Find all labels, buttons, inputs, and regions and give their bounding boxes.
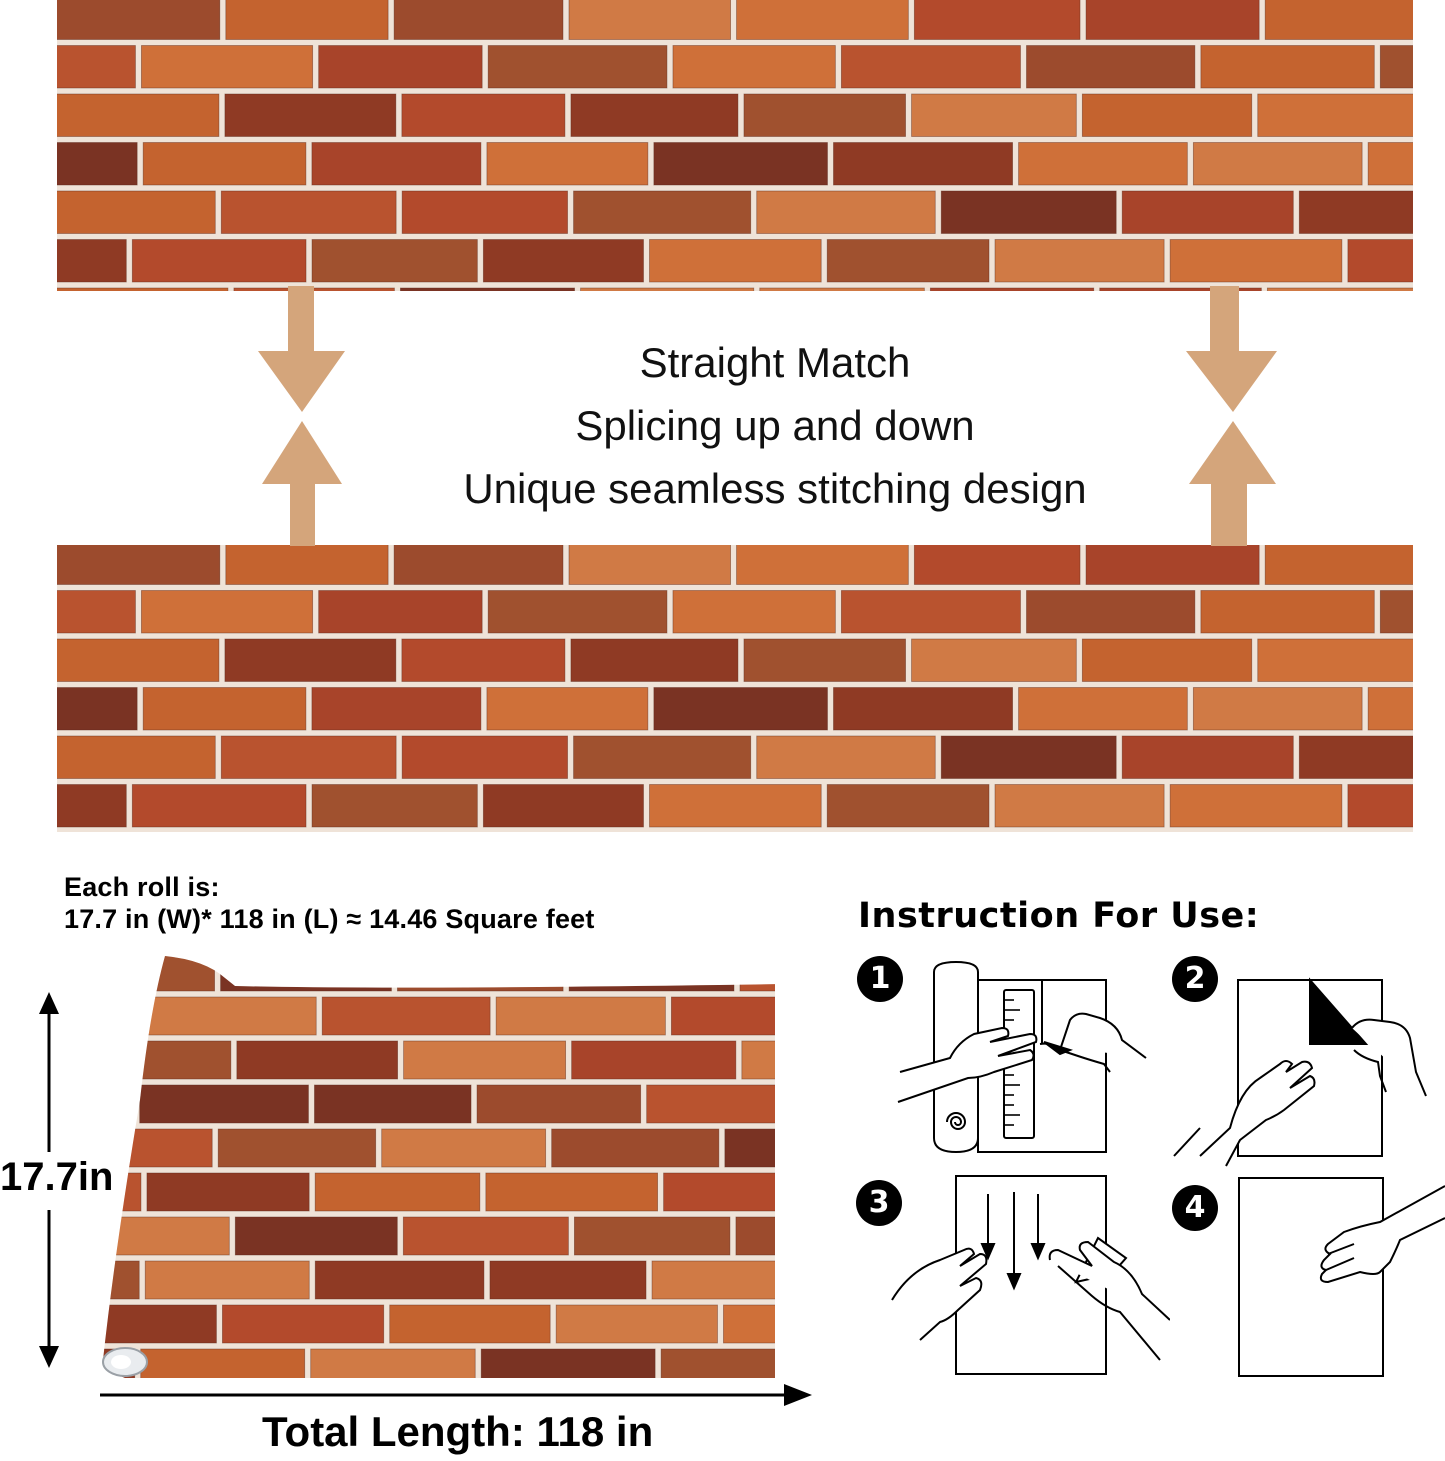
brick-pattern [57, 545, 1413, 828]
step-3-badge: 3 [856, 1180, 902, 1226]
feature-line-seamless: Unique seamless stitching design [463, 465, 1087, 512]
splice-arrows-right-icon [1186, 286, 1277, 546]
feature-description: Straight Match Splicing up and down Uniq… [360, 331, 1190, 520]
brick-wallpaper-panel-bottom [57, 545, 1413, 832]
step-1-badge: 1 [857, 956, 903, 1002]
press-finish-icon [1238, 1177, 1445, 1377]
feature-line-splicing: Splicing up and down [575, 402, 975, 449]
instructions-title: Instruction For Use: [858, 896, 1260, 936]
brick-wallpaper-panel-top [57, 0, 1413, 291]
height-dimension-arrow-icon [39, 992, 59, 1368]
roll-height-label: 17.7in [0, 1155, 114, 1199]
roll-spec-dimensions: 17.7 in (W)* 118 in (L) ≈ 14.46 Square f… [64, 904, 595, 934]
step-2-badge: 2 [1172, 956, 1218, 1002]
splice-arrows-left-icon [258, 286, 345, 546]
brick-pattern [57, 0, 1413, 291]
peel-backing-icon [1173, 977, 1427, 1167]
feature-line-straight-match: Straight Match [639, 339, 911, 386]
wallpaper-roll-image [102, 956, 775, 1378]
step-4-badge: 4 [1172, 1185, 1218, 1231]
length-dimension-arrow-icon [100, 1384, 812, 1406]
smooth-with-scraper-icon [891, 1175, 1170, 1375]
roll-spec-heading: Each roll is: [64, 872, 220, 902]
measure-and-cut-icon [897, 960, 1147, 1154]
roll-length-label: Total Length: 118 in [262, 1408, 654, 1455]
